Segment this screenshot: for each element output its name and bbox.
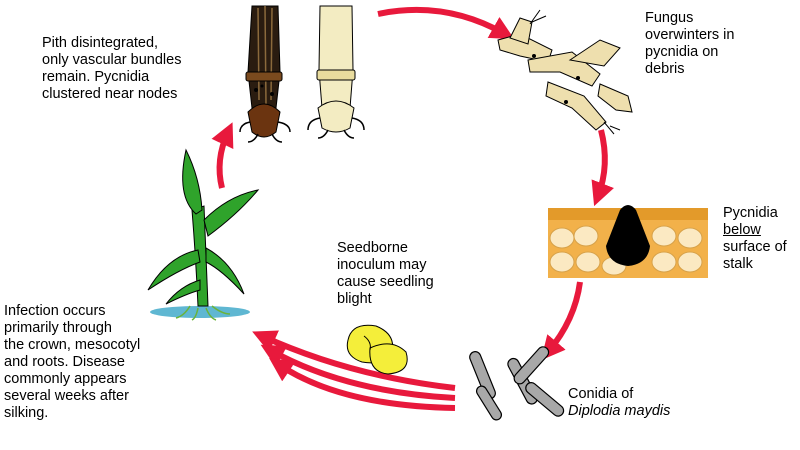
- stalk-tissue-icon: [548, 205, 708, 278]
- corn-seedling-icon: [147, 148, 260, 321]
- healthy-stalk-icon: [307, 5, 365, 139]
- conidia-spores-icon: [469, 346, 565, 421]
- cycle-arrow-bottom-3: [269, 357, 456, 411]
- fungus-overwinters-label: Fungus overwinters in pycnidia on debris: [645, 10, 735, 77]
- crop-debris-icon: [497, 9, 633, 135]
- seedborne-inoculum-label: Seedborne inoculum may cause seedling bl…: [337, 240, 434, 307]
- pycnidia-label-below: below: [723, 222, 761, 238]
- conidia-label-line1: Conidia of: [568, 386, 634, 402]
- cycle-arrow-right-lower: [541, 281, 583, 361]
- cycle-arrow-right-upper: [591, 129, 614, 207]
- seed-icon: [346, 324, 408, 375]
- pycnidia-label-line1: Pycnidia: [723, 205, 778, 221]
- conidia-species-label: Diplodia maydis: [568, 403, 671, 419]
- pycnidium-icon: [606, 205, 650, 266]
- pycnidia-label-rest: surface of stalk: [723, 239, 787, 272]
- infected-stalk-icon: [239, 5, 291, 143]
- cycle-arrow-top: [377, 7, 515, 40]
- cycle-arrow-left: [211, 122, 234, 189]
- pith-disintegrated-label: Pith disintegrated, only vascular bundle…: [42, 35, 182, 102]
- infection-occurs-label: Infection occurs primarily through the c…: [4, 303, 141, 421]
